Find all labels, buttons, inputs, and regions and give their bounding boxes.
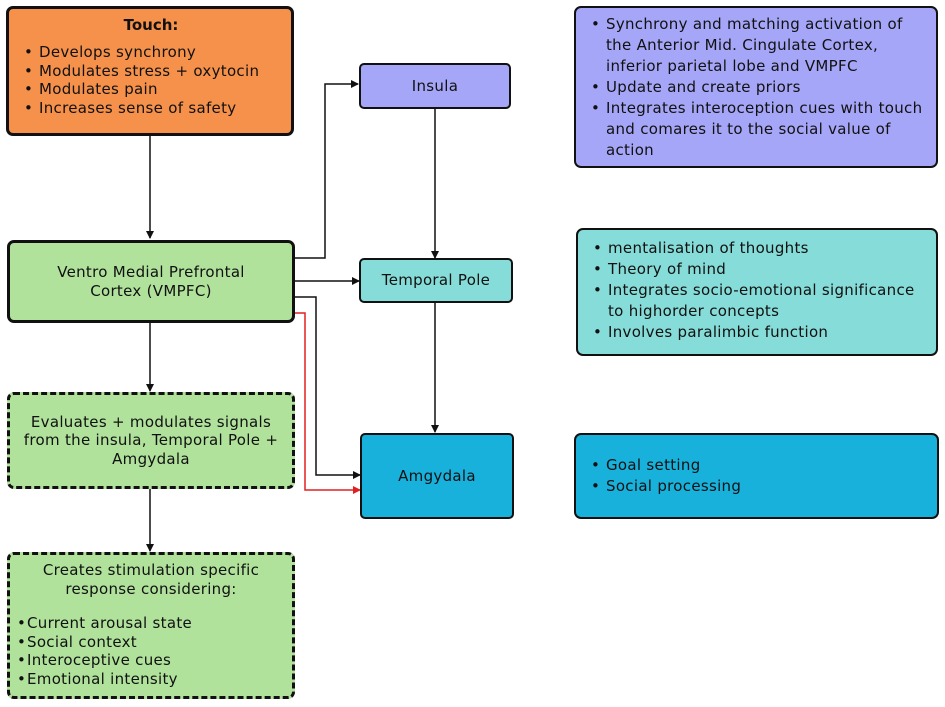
list-item: Update and create priors <box>588 77 932 98</box>
list-item: Integrates socio-emotional significance … <box>590 280 932 322</box>
list-item: Current arousal state <box>14 614 288 633</box>
list-item: Modulates stress + oxytocin <box>21 62 281 81</box>
list-item: Social context <box>14 633 288 652</box>
list-item: Integrates interoception cues with touch… <box>588 98 932 161</box>
touch-list: Develops synchrony Modulates stress + ox… <box>21 43 281 117</box>
list-item: Goal setting <box>588 455 933 476</box>
list-item: mentalisation of thoughts <box>590 238 932 259</box>
arrow-vmpfc-to-amygdala <box>294 296 361 479</box>
list-item: Interoceptive cues <box>14 651 288 670</box>
amygdala-box: Amgydala <box>360 433 514 519</box>
insula-box: Insula <box>359 63 511 109</box>
list-item: Synchrony and matching activation of the… <box>588 14 932 77</box>
temporal-pole-list: mentalisation of thoughts Theory of mind… <box>590 238 932 343</box>
list-item: Modulates pain <box>21 80 281 99</box>
list-item: Increases sense of safety <box>21 99 281 118</box>
insula-description: Synchrony and matching activation of the… <box>574 6 938 168</box>
insula-list: Synchrony and matching activation of the… <box>588 14 932 161</box>
list-item: Emotional intensity <box>14 670 288 689</box>
touch-box: Touch: Develops synchrony Modulates stre… <box>6 6 294 136</box>
temporal-pole-box: Temporal Pole <box>359 258 513 303</box>
temporal-pole-label: Temporal Pole <box>381 271 491 290</box>
evaluates-box: Evaluates + modulates signals from the i… <box>7 392 295 489</box>
creates-title: Creates stimulation specific response co… <box>42 561 260 598</box>
list-item: Theory of mind <box>590 259 932 280</box>
list-item: Develops synchrony <box>21 43 281 62</box>
vmpfc-box: Ventro Medial Prefrontal Cortex (VMPFC) <box>7 240 295 323</box>
vmpfc-label: Ventro Medial Prefrontal Cortex (VMPFC) <box>57 263 245 300</box>
insula-label: Insula <box>411 76 459 95</box>
arrow-vmpfc-to-insula <box>294 80 359 259</box>
touch-title: Touch: <box>123 16 179 34</box>
arrow-amygdala-feedback-red <box>294 312 361 494</box>
amygdala-description: Goal setting Social processing <box>574 433 939 519</box>
creates-list: Current arousal state Social context Int… <box>14 614 288 688</box>
amygdala-list: Goal setting Social processing <box>588 455 933 497</box>
temporal-pole-description: mentalisation of thoughts Theory of mind… <box>576 228 938 356</box>
list-item: Involves paralimbic function <box>590 322 932 343</box>
evaluates-label: Evaluates + modulates signals from the i… <box>23 412 279 468</box>
amygdala-label: Amgydala <box>398 466 476 485</box>
creates-box: Creates stimulation specific response co… <box>7 552 295 699</box>
list-item: Social processing <box>588 476 933 497</box>
